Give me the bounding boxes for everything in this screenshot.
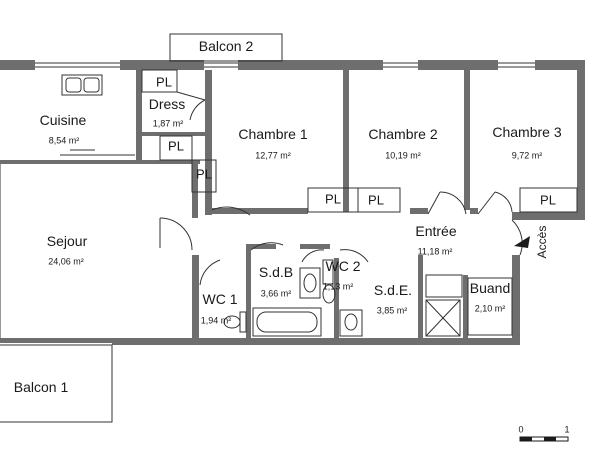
scale-end: 1 xyxy=(564,424,570,435)
chambre3-name: Chambre 3 xyxy=(492,124,562,140)
sejour-area: 24,06 m² xyxy=(48,256,84,267)
chambre1-area: 12,77 m² xyxy=(255,150,291,161)
chambre3-area: 9,72 m² xyxy=(511,150,543,161)
entree-name: Entrée xyxy=(415,223,457,239)
outlines xyxy=(0,33,578,423)
chambre2-area: 10,19 m² xyxy=(385,150,421,161)
wc1-area: 1,94 m² xyxy=(200,315,232,326)
placard-chambre1: PL xyxy=(325,191,341,207)
scale-start: 0 xyxy=(518,424,524,435)
sejour-name: Sejour xyxy=(46,233,88,249)
walls xyxy=(0,60,585,345)
acces-label: Accès xyxy=(535,225,549,259)
balcon2-name: Balcon 2 xyxy=(198,38,254,54)
buand-area: 2,10 m² xyxy=(474,303,506,314)
chambre2-name: Chambre 2 xyxy=(368,126,438,142)
placard-chambre2: PL xyxy=(368,192,384,208)
entrance-arrow-icon xyxy=(514,236,530,248)
sdb-area: 3,66 m² xyxy=(260,288,292,299)
sdb-name: S.d.B xyxy=(258,264,294,280)
cuisine-name: Cuisine xyxy=(39,112,87,128)
sde-area: 3,85 m² xyxy=(376,305,408,316)
placard-dress-bottom: PL xyxy=(168,138,184,154)
dress-area: 1,87 m² xyxy=(152,118,184,129)
sde-name: S.d.E. xyxy=(373,282,413,298)
wc2-name: WC 2 xyxy=(325,258,361,274)
placard-chambre3: PL xyxy=(540,192,556,208)
dress-name: Dress xyxy=(148,96,186,112)
placard-corridor: PL xyxy=(196,166,212,182)
wc1-name: WC 1 xyxy=(202,291,238,307)
chambre1-name: Chambre 1 xyxy=(238,126,308,142)
entree-area: 11,18 m² xyxy=(417,246,453,257)
placard-dress-top: PL xyxy=(156,74,172,90)
cuisine-area: 8,54 m² xyxy=(48,135,80,146)
wc2-area: 1,13 m² xyxy=(322,281,354,292)
scale-bar xyxy=(519,436,569,442)
balcon1-name: Balcon 1 xyxy=(13,379,69,395)
buand-name: Buand xyxy=(469,280,511,296)
